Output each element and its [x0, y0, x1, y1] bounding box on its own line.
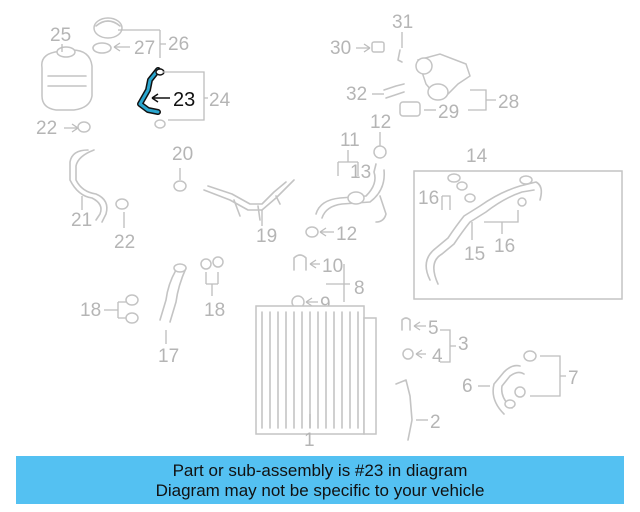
label-5: 5 — [428, 318, 439, 339]
banner-line-2: Diagram may not be specific to your vehi… — [155, 481, 485, 500]
label-26: 26 — [168, 34, 189, 55]
info-banner: Part or sub-assembly is #23 in diagram D… — [16, 456, 624, 504]
label-30: 30 — [330, 38, 351, 59]
label-29: 29 — [438, 102, 459, 123]
label-18-left: 18 — [80, 300, 101, 321]
hose-assembly-14-part — [425, 173, 543, 285]
label-16-right: 16 — [494, 236, 515, 257]
label-31: 31 — [392, 12, 413, 33]
label-2: 2 — [430, 412, 441, 433]
hose-21-part — [69, 149, 108, 223]
label-7: 7 — [568, 368, 579, 389]
hose-23-highlighted — [137, 67, 165, 115]
banner-line-1: Part or sub-assembly is #23 in diagram — [172, 461, 468, 480]
label-19: 19 — [256, 226, 277, 247]
hose-17-part — [159, 263, 187, 323]
label-14: 14 — [466, 146, 488, 167]
label-4: 4 — [432, 346, 443, 367]
label-12-lower: 12 — [336, 224, 357, 245]
label-3: 3 — [458, 334, 469, 355]
label-1: 1 — [304, 430, 315, 451]
detail-box-14 — [413, 170, 623, 300]
label-18-right: 18 — [204, 300, 225, 321]
label-17: 17 — [158, 346, 179, 367]
expansion-tank-part — [41, 46, 93, 111]
label-6: 6 — [462, 376, 473, 397]
label-10: 10 — [322, 256, 343, 277]
parts-diagram: 25 27 26 23 24 22 21 22 20 19 — [36, 12, 623, 451]
tank-cap-part — [92, 17, 123, 54]
label-21: 21 — [71, 210, 92, 231]
label-27: 27 — [134, 38, 155, 59]
label-23: 23 — [173, 89, 195, 111]
coolant-pipe-19-part — [203, 179, 295, 221]
radiator-part — [255, 305, 377, 435]
label-20: 20 — [172, 144, 193, 165]
label-22-lower: 22 — [114, 232, 135, 253]
label-11: 11 — [340, 130, 360, 151]
label-28: 28 — [498, 92, 519, 113]
coolant-flange-28-part — [415, 53, 471, 101]
label-25: 25 — [50, 25, 71, 46]
label-32: 32 — [346, 84, 367, 105]
label-22-top: 22 — [36, 118, 57, 139]
label-15: 15 — [464, 244, 485, 265]
label-13: 13 — [350, 162, 371, 183]
hose-6-part — [492, 350, 537, 415]
label-9: 9 — [320, 294, 331, 315]
label-16-left: 16 — [418, 188, 439, 209]
label-24: 24 — [209, 90, 231, 111]
label-8: 8 — [354, 278, 365, 299]
hose-11-part — [315, 163, 387, 223]
label-12-upper: 12 — [370, 112, 391, 133]
